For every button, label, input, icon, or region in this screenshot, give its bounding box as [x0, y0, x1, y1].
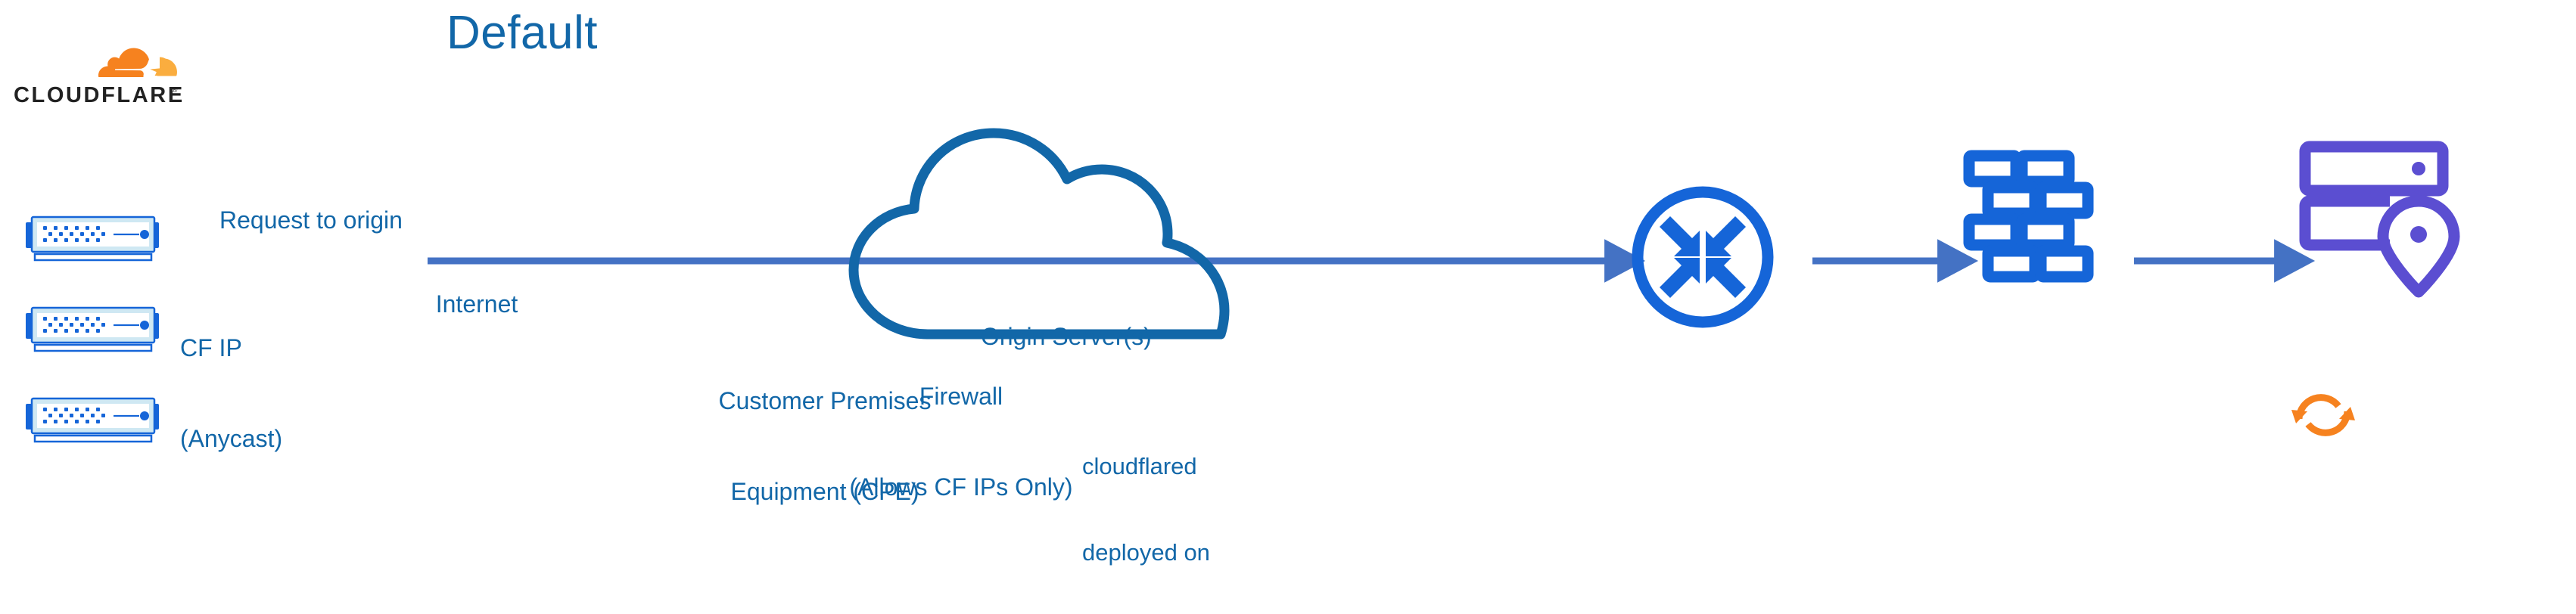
firewall-node [1952, 144, 2104, 302]
cpe-label-line-1: Customer Premises [718, 387, 932, 414]
svg-text:CLOUDFLARE: CLOUDFLARE [14, 83, 184, 107]
cloud-icon [848, 128, 1230, 340]
request-to-origin-label: Request to origin [219, 206, 403, 234]
cloudflared-label: cloudflared deployed on servers [1082, 395, 1256, 614]
server-rack-icon [17, 395, 168, 445]
cf-ip-line-1: CF IP [180, 334, 242, 361]
cloudflared-line-1: cloudflared [1082, 453, 1197, 479]
cf-ip-line-2: (Anycast) [180, 425, 283, 452]
firewall-label: Firewall (Allows CF IPs Only) [802, 321, 1120, 563]
firewall-label-line-1: Firewall [919, 383, 1003, 410]
server-rack-icon [17, 213, 168, 263]
router-icon [1632, 186, 1774, 328]
brick-wall-icon [1963, 150, 2094, 283]
origin-server-node [2293, 136, 2475, 302]
svg-text:®: ® [172, 86, 178, 95]
cloudflare-wordmark: CLOUDFLARE ® [14, 82, 184, 107]
cloudflare-cloud-logo-icon [98, 44, 180, 80]
sync-arrows-icon [2285, 384, 2361, 445]
internet-label: Internet [435, 290, 518, 318]
firewall-label-line-2: (Allows CF IPs Only) [849, 473, 1073, 501]
cpe-node [1627, 181, 1778, 333]
internet-cloud-node [832, 113, 1256, 355]
origin-server-label: Origin Server(s) [981, 323, 1152, 350]
cpe-label-line-2: Equipment (CPE) [730, 478, 919, 505]
page-title: Default [446, 7, 598, 59]
cloudflared-line-2: deployed on [1082, 539, 1210, 566]
server-location-icon [2299, 141, 2460, 298]
cf-ip-label: CF IP (Anycast) [180, 272, 282, 514]
cpe-label: Customer Premises Equipment (CPE) [666, 325, 984, 567]
server-rack-icon [17, 304, 168, 354]
